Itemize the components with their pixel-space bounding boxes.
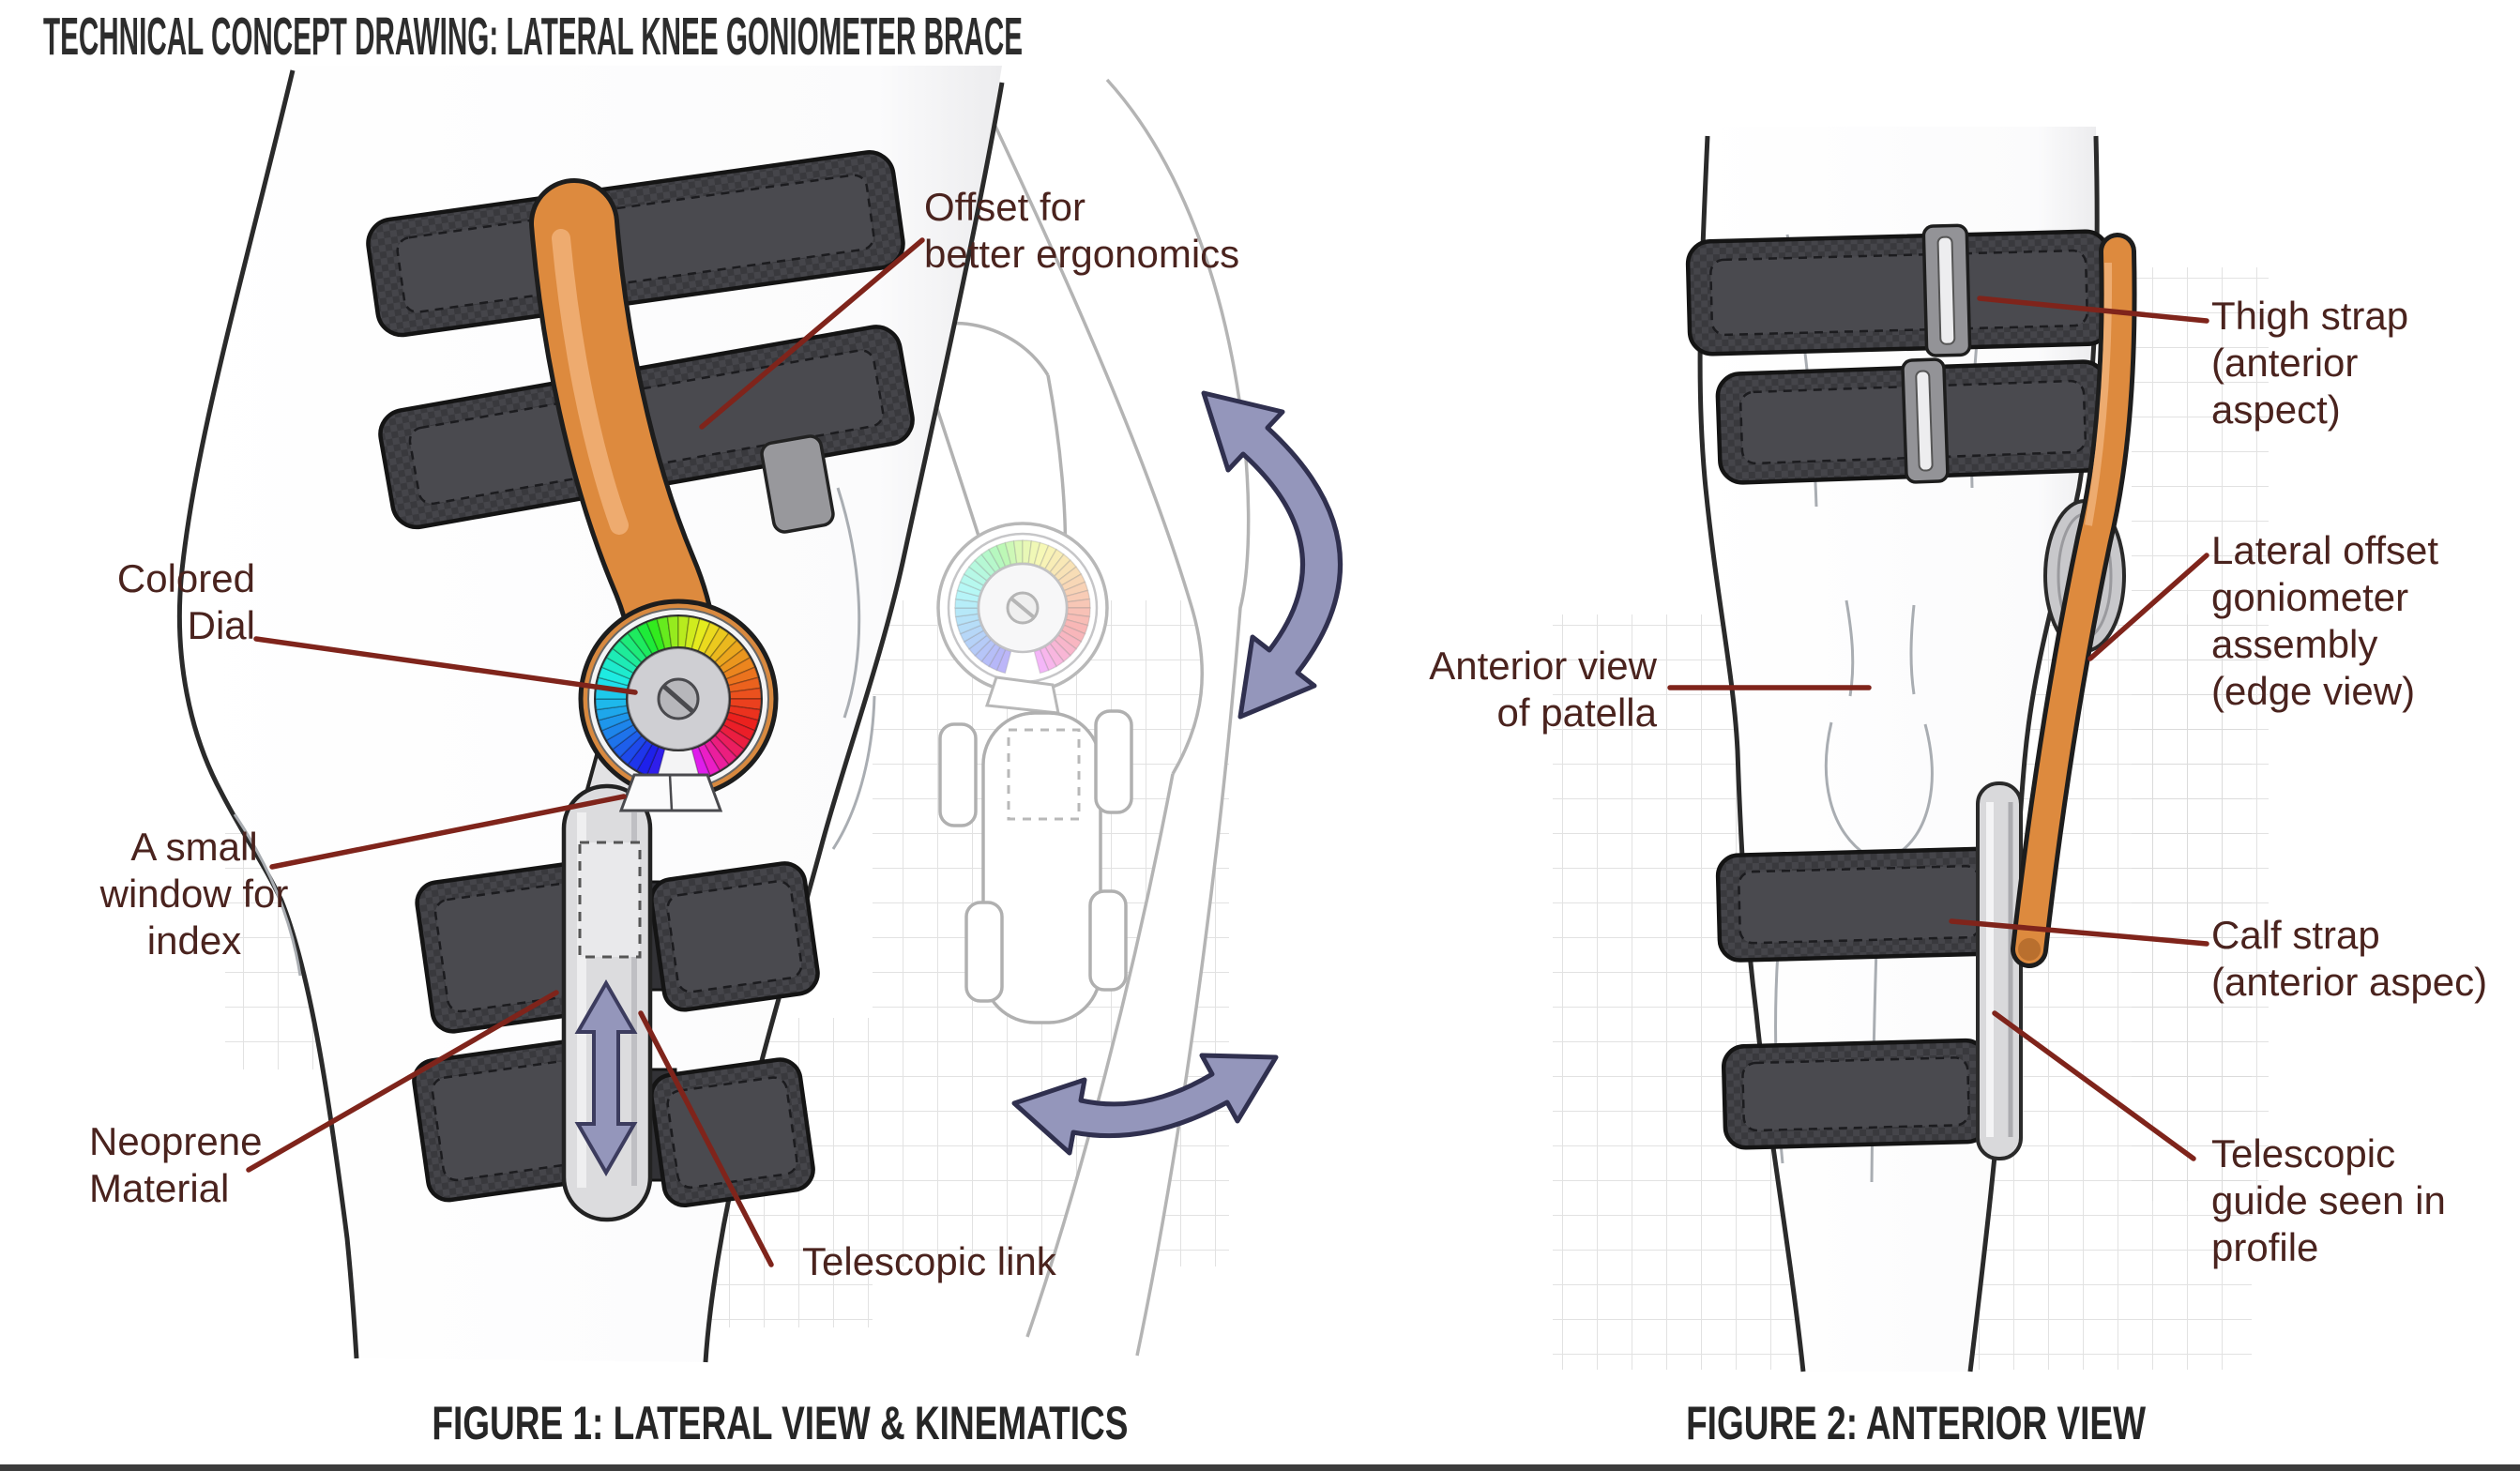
label-anterior-patella: Anterior view of patella [1429,644,1657,735]
leader-telescopic-link [638,1010,774,1267]
page-title: TECHNICAL CONCEPT DRAWING: LATERAL KNEE … [43,7,1024,67]
ghost-flexed-leg [974,78,1251,1357]
label-telescopic-guide: Telescopic guide seen in profile [2211,1131,2446,1269]
calf-strap-anterior-lower [1721,1038,1991,1150]
leader-small-window [269,794,627,870]
leader-colored-dial [253,636,638,695]
figure2-caption: FIGURE 2: ANTERIOR VIEW [1686,1397,2146,1449]
label-offset-ergonomics: Offset for better ergonomics [924,185,1240,276]
translation-arrow-icon [1011,1053,1279,1156]
label-telescopic-link: Telescopic link [802,1239,1056,1283]
leader-lines [246,237,2209,1267]
figure1-caption: FIGURE 1: LATERAL VIEW & KINEMATICS [432,1397,1129,1449]
telescopic-guide-profile [1976,781,2023,1160]
colored-dial [578,599,779,812]
flexion-extension-arrow-icon [1201,390,1343,720]
thigh-strap-upper [366,150,905,338]
leader-lateral-offset [2087,553,2209,661]
leader-neoprene [246,990,559,1173]
label-thigh-strap: Thigh strap (anterior aspect) [2211,294,2409,432]
calf-strap-anterior-upper [1715,846,2004,963]
label-small-window: A small window for index [99,825,289,963]
calf-strap-upper-left [415,860,612,1034]
label-colored-dial: Colored Dial [116,556,255,647]
goniometer-bar-edge-view [2011,233,2137,968]
figure2-anterior-view [1685,127,2137,1372]
leader-telescopic-guide [1992,1010,2196,1161]
calf-strap-lower-left [412,1039,603,1203]
bottom-edge-bar [0,1464,2520,1471]
strap-keeper [760,434,835,534]
thigh-strap-anterior-upper [1685,223,2113,357]
label-neoprene-material: Neoprene Material [89,1119,263,1210]
leader-offset [699,237,925,430]
leader-thigh-strap [1977,296,2209,324]
calf-strap-upper-right [649,861,820,1012]
kinematics-arrows [1011,390,1343,1156]
label-calf-strap: Calf strap (anterior aspec) [2211,913,2488,1004]
thigh-strap-anterior-lower [1715,357,2111,485]
length-adjust-arrow-icon [574,978,638,1177]
calf-strap-lower-right [649,1057,815,1208]
leader-calf-strap [1949,918,2209,947]
telescopic-window [578,841,642,959]
label-lateral-offset-assembly: Lateral offset goniometer assembly (edge… [2211,528,2439,713]
ghost-brace-outline [913,321,1133,1024]
